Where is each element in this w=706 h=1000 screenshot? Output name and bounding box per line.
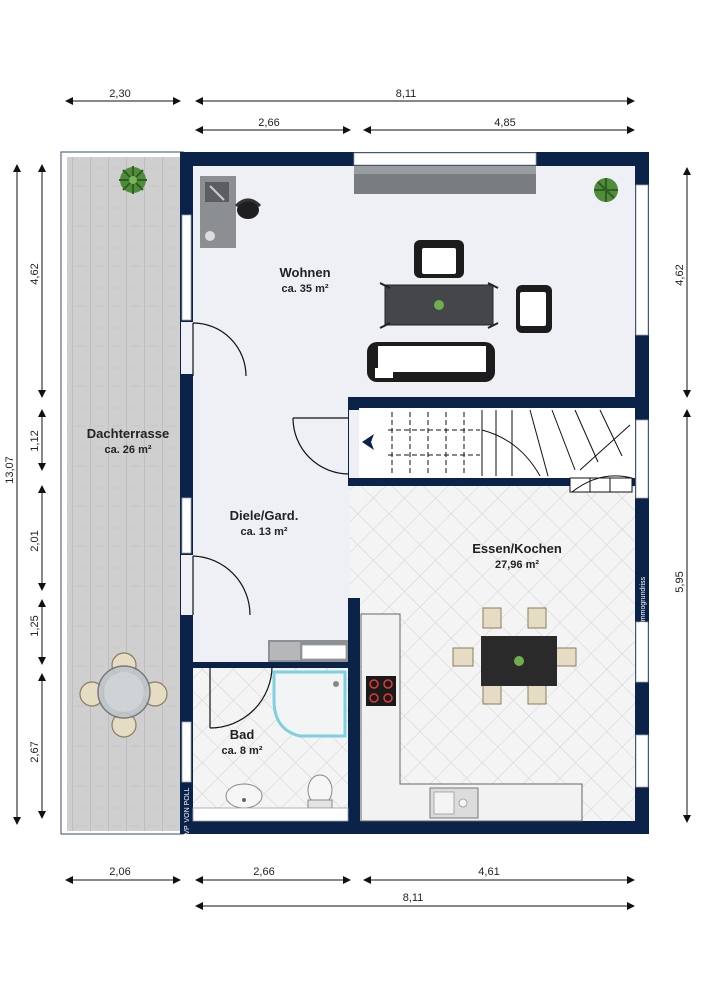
dim-top-230: 2,30 xyxy=(109,88,130,100)
toilet-icon xyxy=(307,774,333,809)
dim-top-811: 8,11 xyxy=(396,88,417,100)
dim-bottom-811: 8,11 xyxy=(403,892,424,904)
dim-top-485: 4,85 xyxy=(494,117,515,129)
terrace-table-icon xyxy=(79,652,168,738)
room-name-wohnen: Wohnen xyxy=(279,265,330,280)
dimension-lines xyxy=(13,97,691,910)
vp-logo: VP xyxy=(184,825,191,835)
terrace-plant-icon xyxy=(119,166,147,194)
dim-left-201: 2,01 xyxy=(29,530,41,551)
dim-bottom-461: 4,61 xyxy=(478,866,499,878)
dim-left-112: 1,12 xyxy=(29,430,41,451)
wohnen-plant-icon xyxy=(594,178,618,202)
immogrundriss-watermark: Immogrundriss xyxy=(640,576,647,623)
dimension-labels: 2,30 8,11 2,66 4,85 2,06 2,66 4,61 8,11 … xyxy=(4,88,686,904)
wardrobe-icon xyxy=(268,640,348,662)
room-area-essen: 27,96 m² xyxy=(495,559,539,571)
room-labels: Wohnen ca. 35 m² Dachterrasse ca. 26 m² … xyxy=(87,265,562,757)
dim-left-125: 1,25 xyxy=(29,615,41,636)
room-area-bad: ca. 8 m² xyxy=(222,745,263,757)
dim-top-266: 2,66 xyxy=(258,117,279,129)
vonpoll-watermark: VON POLL xyxy=(184,787,191,822)
cooktop-icon xyxy=(366,676,396,706)
dim-bottom-266: 2,66 xyxy=(253,866,274,878)
dachterrasse-area xyxy=(60,151,184,835)
dining-table-icon xyxy=(452,607,577,705)
kitchen-counter xyxy=(360,613,583,822)
room-name-bad: Bad xyxy=(230,727,255,742)
dim-left-267: 2,67 xyxy=(29,741,41,762)
sink-icon xyxy=(225,783,263,809)
windows xyxy=(181,152,649,788)
room-name-essen: Essen/Kochen xyxy=(472,541,562,556)
room-name-diele: Diele/Gard. xyxy=(230,508,299,523)
room-area-wohnen: ca. 35 m² xyxy=(281,283,328,295)
dim-right-462: 4,62 xyxy=(674,264,686,285)
dim-left-462: 4,62 xyxy=(29,263,41,284)
kitchen-sink-icon xyxy=(429,787,479,819)
dim-bottom-206: 2,06 xyxy=(109,866,130,878)
bad-fixtures xyxy=(192,670,349,822)
dim-left-total: 13,07 xyxy=(4,456,16,484)
staircase xyxy=(359,408,635,493)
dim-right-595: 5,95 xyxy=(674,571,686,592)
coffee-table-icon xyxy=(379,282,499,329)
desk-icon xyxy=(200,176,262,248)
sofa-icon xyxy=(367,342,495,382)
armchair-icon xyxy=(414,240,464,278)
room-name-dachterrasse: Dachterrasse xyxy=(87,426,169,441)
armchair-icon xyxy=(516,285,552,333)
watermarks: Immogrundriss VON POLL VP xyxy=(184,576,647,834)
wohnen-furniture xyxy=(200,166,618,382)
room-area-diele: ca. 13 m² xyxy=(240,526,287,538)
shower-icon xyxy=(272,670,347,738)
room-area-dachterrasse: ca. 26 m² xyxy=(104,444,151,456)
doors xyxy=(181,322,359,729)
